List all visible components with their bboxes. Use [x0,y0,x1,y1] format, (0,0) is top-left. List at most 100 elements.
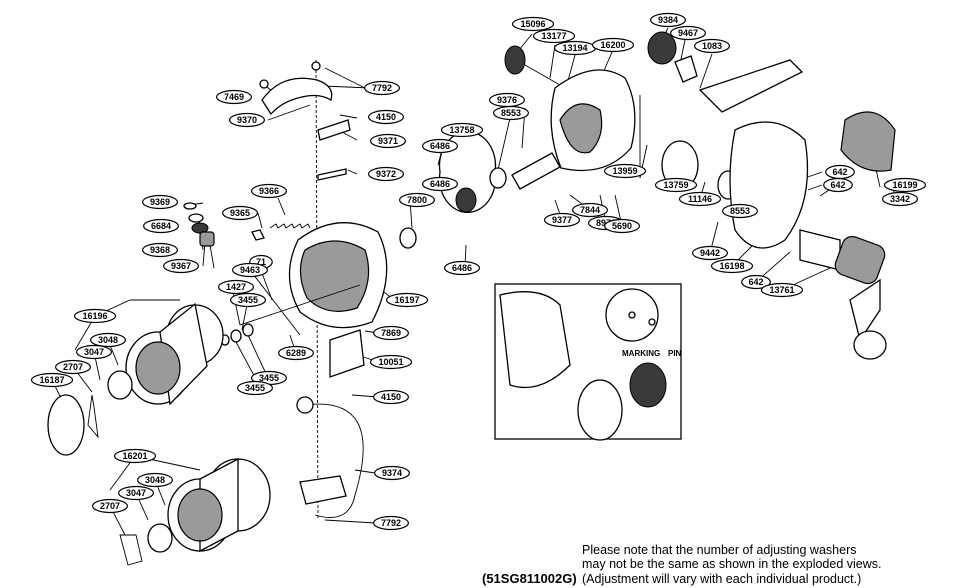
part-number-label: 2707 [91,498,128,514]
part-number-label: 7792 [373,515,410,531]
part-number-text: 8553 [730,206,750,216]
part-number-label: 3048 [137,472,174,488]
part-number-text: 10051 [378,357,403,367]
bail-arm-part [261,77,333,116]
part-number-text: 642 [748,277,763,287]
part-number-text: 5690 [612,221,632,231]
part-number-label: 3047 [75,344,112,360]
part-number-text: 3455 [238,295,258,305]
part-number-label: 9369 [142,194,179,210]
part-number-label: 4150 [373,389,410,405]
part-number-label: 9367 [163,258,200,274]
note-line-1: Please note that the number of adjusting… [582,543,857,557]
part-number-text: 13959 [612,166,637,176]
note-line-3: (Adjustment will vary with each individu… [582,571,862,586]
part-number-label: 9372 [368,166,405,182]
part-number-label: 642 [823,177,853,193]
part-number-label: 7800 [399,192,436,208]
part-number-label: 9384 [649,12,686,28]
part-number-label: 5690 [603,218,640,234]
part-number-text: 6486 [430,141,450,151]
part-number-label: 9463 [232,262,269,278]
part-number-text: 9442 [700,248,720,258]
part-number-label: 1083 [693,38,730,54]
part-number-label: 13759 [654,177,698,193]
part-number-label: 9368 [142,242,179,258]
part-number-text: 9374 [382,468,402,478]
part-number-text: 15096 [520,19,545,29]
part-number-label: 6486 [444,260,481,276]
part-number-text: 11146 [688,194,712,204]
part-number-text: 9365 [230,208,250,218]
part-number-text: 16187 [39,375,64,385]
part-number-label: 642 [825,164,855,180]
inset-marking-label: MARKING [622,349,660,358]
part-number-text: 13759 [663,180,688,190]
part-number-text: 3047 [84,347,104,357]
part-number-text: 13758 [449,125,474,135]
part-number-label: 7469 [216,89,253,105]
part-number-label: 2707 [54,359,91,375]
part-number-text: 7792 [381,518,401,528]
part-number-label: 8553 [493,105,530,121]
inset-pin-label: PIN [668,349,682,358]
part-number-text: 9467 [678,28,698,38]
part-number-label: 3455 [237,380,274,396]
part-number-text: 16198 [719,261,744,271]
part-number-text: 16199 [892,180,917,190]
part-number-text: 7469 [224,92,244,102]
part-number-label: 13177 [532,28,576,44]
part-number-label: 642 [741,274,771,290]
part-number-text: 9370 [237,115,257,125]
part-number-label: 9467 [669,25,706,41]
part-number-label: 11146 [678,191,722,207]
part-number-label: 9374 [374,465,411,481]
part-number-label: 13761 [760,282,804,298]
part-number-label: 7792 [364,80,401,96]
part-number-text: 3048 [98,335,118,345]
part-number-text: 4150 [376,112,396,122]
part-number-text: 71 [256,257,266,267]
part-number-text: 3048 [145,475,165,485]
part-number-text: 7844 [580,205,600,215]
part-number-text: 3455 [259,373,279,383]
adjustment-note: Please note that the number of adjusting… [582,543,881,586]
part-number-label: 13959 [603,163,647,179]
part-number-text: 642 [832,167,847,177]
part-number-text: 6289 [286,348,306,358]
part-number-text: 13177 [541,31,566,41]
part-number-text: 9369 [150,197,170,207]
part-number-text: 6684 [151,221,171,231]
part-number-text: 3455 [245,383,265,393]
part-number-text: 9367 [171,261,191,271]
part-number-label: 9371 [370,133,407,149]
part-number-text: 6486 [452,263,472,273]
part-number-text: 16201 [122,451,147,461]
part-number-text: 16197 [394,295,419,305]
part-number-text: 9384 [658,15,678,25]
part-number-text: 8553 [501,108,521,118]
part-number-text: 7792 [372,83,392,93]
part-number-label: 16197 [385,292,429,308]
part-number-text: 2707 [63,362,83,372]
part-number-label: 6486 [422,138,459,154]
part-number-text: 9376 [497,95,517,105]
part-number-text: 3342 [890,194,910,204]
part-number-label: 6684 [143,218,180,234]
part-number-label: 13194 [553,40,597,56]
part-number-text: 1083 [702,41,722,51]
part-number-text: 9372 [376,169,396,179]
part-number-label: 6486 [422,176,459,192]
part-number-text: 1427 [226,282,246,292]
part-number-label: 13758 [440,122,484,138]
part-number-label: 9377 [543,212,580,228]
part-number-label: 16199 [883,177,927,193]
drawing-code: (51SG811002G) [482,571,577,586]
part-number-label: 3047 [117,485,154,501]
part-number-label: 9376 [489,92,526,108]
part-number-label: 3048 [89,332,126,348]
part-number-label: 1427 [218,279,255,295]
part-number-text: 3047 [126,488,146,498]
